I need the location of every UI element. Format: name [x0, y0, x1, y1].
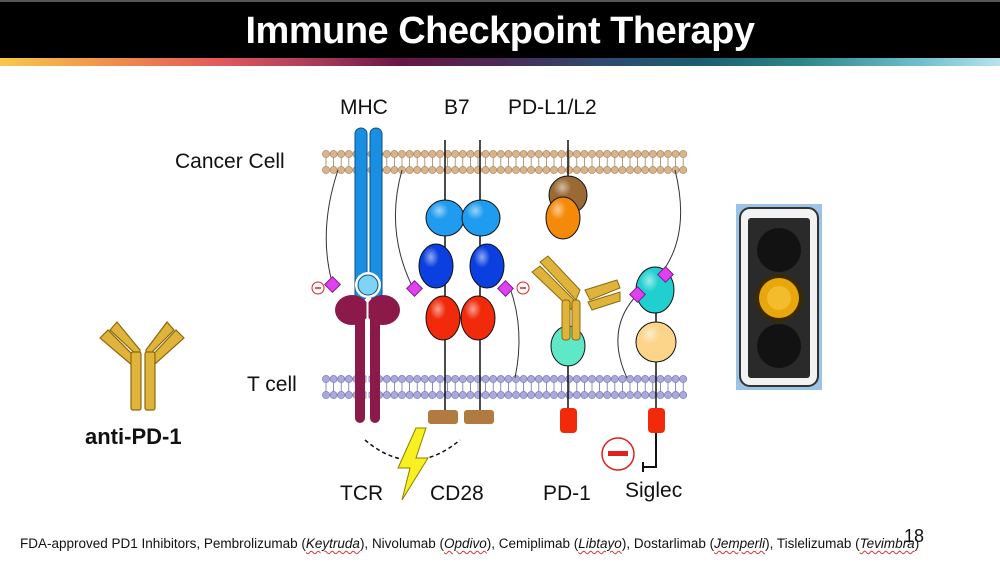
drug-label: anti-PD-1: [85, 424, 182, 449]
drug-item: Tislelizumab (Tevimbra): [776, 536, 920, 551]
label-b7: B7: [444, 96, 470, 119]
inhibition-icon: [601, 437, 635, 471]
brand-name: Jemperli: [714, 536, 766, 551]
brand-name: Tevimbra: [859, 536, 915, 551]
drug-item: Dostarlimab (Jemperli),: [633, 536, 777, 551]
glycan-lines: [325, 169, 682, 379]
label-siglec: Siglec: [625, 479, 683, 502]
label-pdl: PD-L1/L2: [508, 96, 597, 119]
label-t-cell: T cell: [247, 373, 297, 396]
slide-title: Immune Checkpoint Therapy: [245, 10, 755, 52]
sialic-acid-icons: [324, 266, 674, 303]
minus-icons: [311, 281, 530, 295]
label-cd28: CD28: [430, 482, 484, 505]
drug-list: Pembrolizumab (Keytruda), Nivolumab (Opd…: [204, 536, 919, 551]
brand-name: Opdivo: [443, 536, 487, 551]
label-tcr: TCR: [340, 482, 384, 505]
drug-item: Cemiplimab (Libtayo),: [498, 536, 634, 551]
label-cancer-cell: Cancer Cell: [175, 150, 285, 173]
tcr-molecule: [335, 295, 400, 423]
mhc-molecule: [354, 127, 383, 301]
brand-name: Keytruda: [305, 536, 360, 551]
brand-name: Libtayo: [578, 536, 622, 551]
antibody-bound-icon: [531, 255, 621, 341]
b7-cd28-complex: [418, 140, 505, 424]
antibody-icon: [99, 321, 185, 411]
siglec-complex: [635, 266, 677, 472]
activation-lightning-icon: [397, 427, 429, 501]
drug-item: Pembrolizumab (Keytruda),: [203, 536, 372, 551]
gradient-divider: [0, 58, 1000, 66]
drug-item: Nivolumab (Opdivo),: [371, 536, 499, 551]
footnote-prefix: FDA-approved PD1 Inhibitors,: [20, 536, 204, 551]
title-bar: Immune Checkpoint Therapy: [0, 0, 1000, 58]
page-number: 18: [904, 526, 925, 546]
label-mhc: MHC: [340, 96, 388, 119]
traffic-light-icon: [736, 204, 822, 390]
footnote: FDA-approved PD1 Inhibitors, Pembrolizum…: [20, 536, 919, 551]
label-pd1: PD-1: [543, 482, 591, 505]
